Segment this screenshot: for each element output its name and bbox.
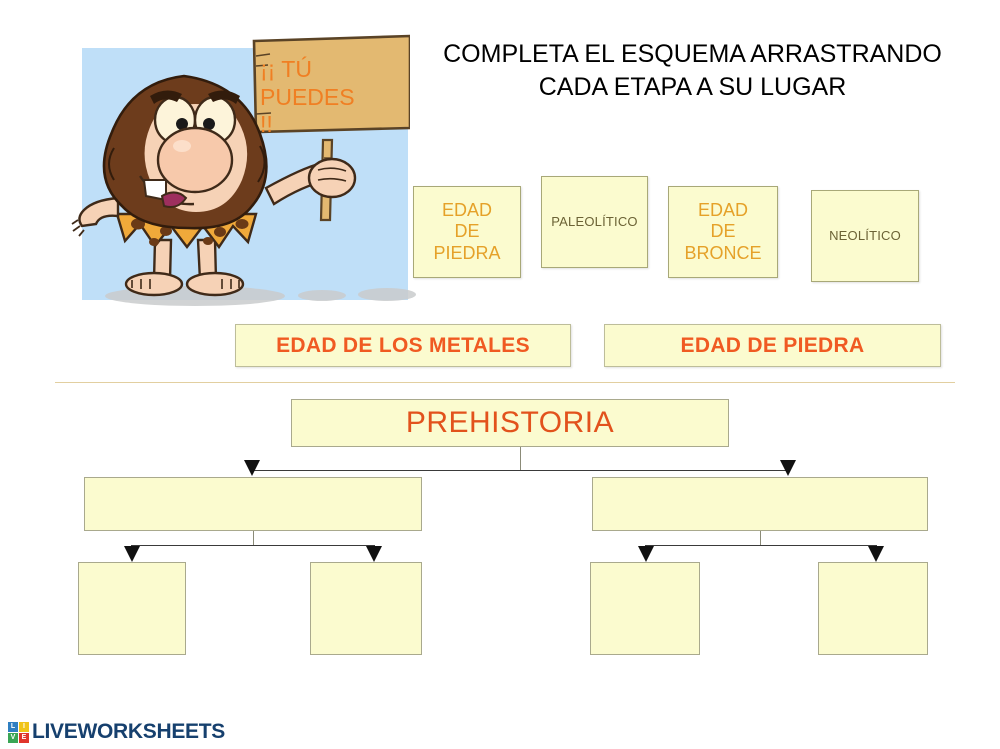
section-divider xyxy=(55,382,955,383)
logo-tile-v: V xyxy=(8,732,18,743)
caveman-legs xyxy=(124,238,245,297)
logo-tile-e: E xyxy=(19,732,29,743)
header-strip-edad-de-piedra[interactable]: EDAD DE PIEDRA xyxy=(604,324,941,367)
arrow-to-level3-4 xyxy=(868,546,884,562)
liveworksheets-icon: L I V E xyxy=(8,721,29,743)
arrow-to-level3-2 xyxy=(366,546,382,562)
diagram-dropzone-level3-4[interactable] xyxy=(818,562,928,655)
connector-level2-bus xyxy=(252,470,789,471)
diagram-dropzone-level3-2[interactable] xyxy=(310,562,422,655)
liveworksheets-wordmark: LIVEWORKSHEETS xyxy=(32,720,225,743)
word-card-label: NEOLÍTICO xyxy=(829,228,901,244)
diagram-node-label: PREHISTORIA xyxy=(405,406,615,439)
word-card-line-3: BRONCE xyxy=(684,242,762,263)
arrow-to-level2-right xyxy=(780,460,796,476)
header-strip-label: EDAD DE LOS METALES xyxy=(276,333,530,357)
word-card-line-1: EDAD xyxy=(441,200,492,221)
logo-tile-i: I xyxy=(19,721,29,732)
sign-text-line-2: PUEDES xyxy=(260,83,355,110)
word-card-line-2: DE xyxy=(454,221,480,242)
header-strip-label: EDAD DE PIEDRA xyxy=(680,333,865,357)
caveman-fist xyxy=(307,157,357,199)
ground-shadow-medium xyxy=(358,288,416,301)
diagram-dropzone-level2-left[interactable] xyxy=(84,477,422,531)
diagram-dropzone-level2-right[interactable] xyxy=(592,477,928,531)
caveman-mouth xyxy=(139,175,195,208)
connector-level2-right-stem xyxy=(760,531,761,546)
wooden-sign-board xyxy=(252,34,410,134)
sign-text-line-3: !! xyxy=(260,111,273,138)
caveman-nose xyxy=(156,126,234,194)
connector-root-stem xyxy=(520,447,521,471)
word-card-line-1: EDAD xyxy=(697,200,748,221)
word-card-line-2: DE xyxy=(710,221,736,242)
arrow-to-level3-1 xyxy=(124,546,140,562)
header-strip-edad-de-los-metales[interactable]: EDAD DE LOS METALES xyxy=(235,324,571,367)
ground-shadow-small xyxy=(298,290,346,301)
caveman-left-arm xyxy=(78,196,120,228)
caveman-figure xyxy=(71,34,410,297)
word-card-label: PALEOLÍTICO xyxy=(551,214,638,230)
word-card-line-3: PIEDRA xyxy=(433,242,501,263)
connector-level2-left-stem xyxy=(253,531,254,546)
sign-text-line-1: ¡¡ TÚ xyxy=(260,56,312,82)
caveman-illustration: ¡¡ TÚ PUEDES !! xyxy=(70,28,416,308)
diagram-node-prehistoria: PREHISTORIA xyxy=(291,399,729,447)
connector-level3-right-bus xyxy=(645,545,877,546)
logo-tile-l: L xyxy=(8,721,18,732)
arrow-to-level3-3 xyxy=(638,546,654,562)
page-title: COMPLETA EL ESQUEMA ARRASTRANDO CADA ETA… xyxy=(443,40,942,101)
word-card-edad-de-bronce[interactable]: EDAD DE BRONCE xyxy=(668,186,778,278)
caveman-eyebrows xyxy=(150,90,240,104)
word-card-neolitico[interactable]: NEOLÍTICO xyxy=(811,190,919,282)
word-card-edad-de-piedra[interactable]: EDAD DE PIEDRA xyxy=(413,186,521,278)
arrow-to-level2-left xyxy=(244,460,260,476)
diagram-dropzone-level3-3[interactable] xyxy=(590,562,700,655)
sign-text: ¡¡ TÚ PUEDES !! xyxy=(260,56,410,139)
word-card-paleolitico[interactable]: PALEOLÍTICO xyxy=(541,176,648,268)
liveworksheets-logo[interactable]: L I V E LIVEWORKSHEETS xyxy=(8,720,225,744)
diagram-dropzone-level3-1[interactable] xyxy=(78,562,186,655)
connector-level3-left-bus xyxy=(131,545,375,546)
